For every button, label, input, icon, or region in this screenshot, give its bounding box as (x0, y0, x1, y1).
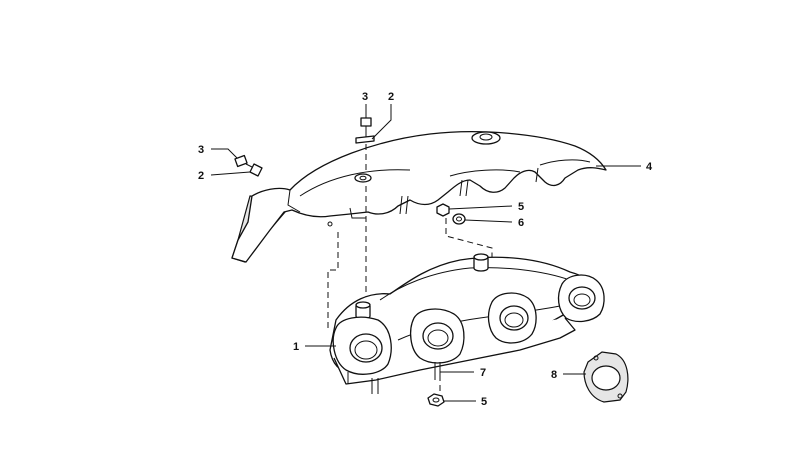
callout-8: 8 (551, 369, 557, 381)
callout-3-left: 3 (198, 144, 204, 156)
callout-4: 4 (646, 161, 653, 173)
callout-5-upper: 5 (518, 201, 524, 213)
callout-5-lower: 5 (481, 396, 487, 408)
exhaust-manifold-part-1 (329, 253, 605, 394)
washer-part-2-left (249, 163, 263, 177)
callout-6: 6 (518, 217, 524, 229)
callout-labels: 3 2 3 2 4 5 6 1 7 5 8 (198, 91, 653, 408)
nut-part-5-lower (427, 393, 445, 407)
callout-2-left: 2 (198, 170, 204, 182)
callout-3-top: 3 (362, 91, 368, 103)
leader-lines (210, 104, 641, 402)
callout-1: 1 (293, 341, 299, 353)
nut-part-5-upper (436, 203, 450, 217)
heat-shield-part-4 (231, 131, 607, 263)
stud-part-7 (434, 362, 441, 380)
bolt-part-3-top (360, 117, 372, 137)
bolt-part-3-left (234, 154, 255, 169)
gasket-part-8 (583, 351, 629, 403)
callout-2-top: 2 (388, 91, 394, 103)
callout-7: 7 (480, 367, 486, 379)
washer-part-2-top (355, 135, 375, 144)
washer-part-6 (452, 213, 466, 225)
